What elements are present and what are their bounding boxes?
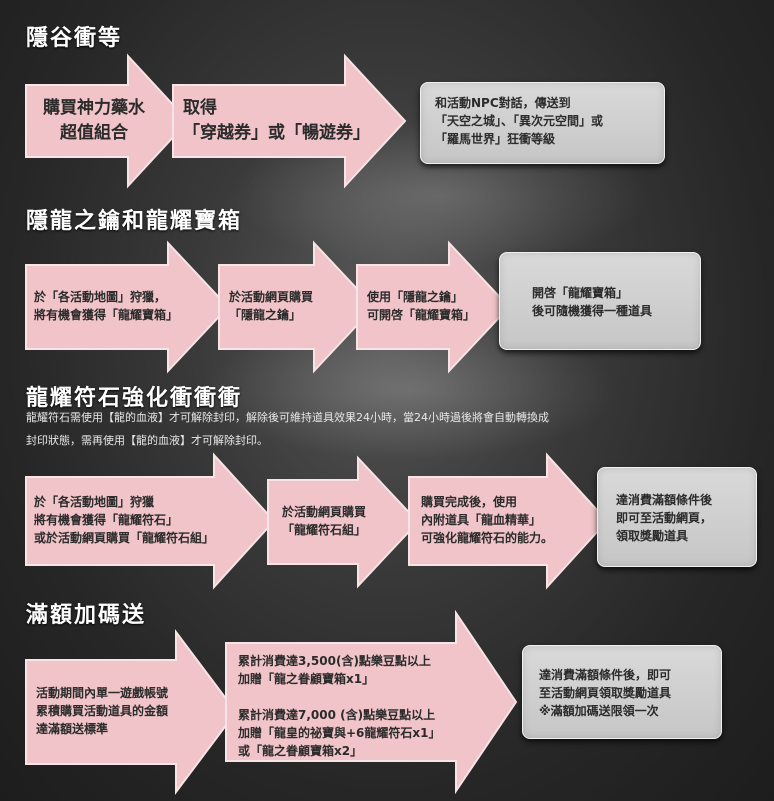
step-text: 取得 「穿越券」或「暢遊券」 [183,98,370,143]
step-text: 於「各活動地圖」狩獵 將有機會獲得「龍耀符石」 或於活動網頁購買「龍耀符石組」 [34,495,215,545]
section-description: 龍耀符石需使用【龍的血液】才可解除封印，解除後可維持道具效果24小時，當24小時… [26,411,549,424]
section-title-4: 滿額加碼送 [26,603,147,628]
result-box: 開啓「龍耀寶箱」 後可隨機獲得一種道具 [499,252,701,350]
result-text: 達消費滿額條件後 即可至活動網頁， 領取獎勵道具 [616,493,713,543]
step-arrow: 取得 「穿越券」或「暢遊券」 [172,53,407,189]
step-text: 累計消費達3,500(含)點樂豆點以上 加贈「龍之眷顧寶箱x1」 累計消費達7,… [238,654,441,758]
step-arrow: 於活動網頁購買 「龍耀符石組」 [267,455,420,589]
step-text: 於活動網頁購買 「龍耀符石組」 [282,505,367,537]
result-text: 開啓「龍耀寶箱」 後可隨機獲得一種道具 [532,286,653,318]
result-box: 和活動NPC對話，傳送到 「天空之城」、「異次元空間」或 「羅馬世界」狂衝等級 [420,82,665,164]
step-arrow: 累計消費達3,500(含)點樂豆點以上 加贈「龍之眷顧寶箱x1」 累計消費達7,… [225,609,518,795]
step-arrow: 活動期間內單一遊戲帳號 累積購買活動道具的金額 達滿額送標準 [25,629,238,795]
result-box: 達消費滿額條件後 即可至活動網頁， 領取獎勵道具 [597,467,757,567]
step-text: 活動期間內單一遊戲帳號 累積購買活動道具的金額 達滿額送標準 [36,686,169,736]
step-arrow: 使用「隱龍之鑰」 可開啓「龍耀寶箱」 [356,240,511,374]
step-arrow: 於活動網頁購買 「隱龍之鑰」 [218,240,376,374]
result-box: 達消費滿額條件後，即可 至活動網頁領取獎勵道具 ※滿額加碼送限領一次 [522,645,722,739]
step-arrow: 購買完成後，使用 內附道具「龍血精華」 可強化龍耀符石的能力。 [408,452,609,590]
step-arrow: 於「各活動地圖」狩獵 將有機會獲得「龍耀符石」 或於活動網頁購買「龍耀符石組」 [25,452,276,590]
section-title-1: 隱谷衝等 [26,26,123,51]
step-text: 於「各活動地圖」狩獵， 將有機會獲得「龍耀寶箱」 [34,290,179,322]
step-text: 購買完成後，使用 內附道具「龍血精華」 可強化龍耀符石的能力。 [421,495,554,545]
step-text: 購買神力藥水 超值組合 [43,98,145,143]
section-title-2: 隱龍之鑰和龍耀寶箱 [26,209,243,234]
section-title-3: 龍耀符石強化衝衝衝 [26,386,243,411]
step-arrow: 購買神力藥水 超值組合 [25,53,190,189]
step-text: 於活動網頁購買 「隱龍之鑰」 [229,290,314,322]
step-arrow: 於「各活動地圖」狩獵， 將有機會獲得「龍耀寶箱」 [25,240,230,374]
section-description: 封印狀態，需再使用【龍的血液】才可解除封印。 [26,434,268,447]
step-text: 使用「隱龍之鑰」 可開啓「龍耀寶箱」 [367,290,476,322]
result-text: 和活動NPC對話，傳送到 「天空之城」、「異次元空間」或 「羅馬世界」狂衝等級 [435,96,604,146]
result-text: 達消費滿額條件後，即可 至活動網頁領取獎勵道具 ※滿額加碼送限領一次 [539,668,672,718]
